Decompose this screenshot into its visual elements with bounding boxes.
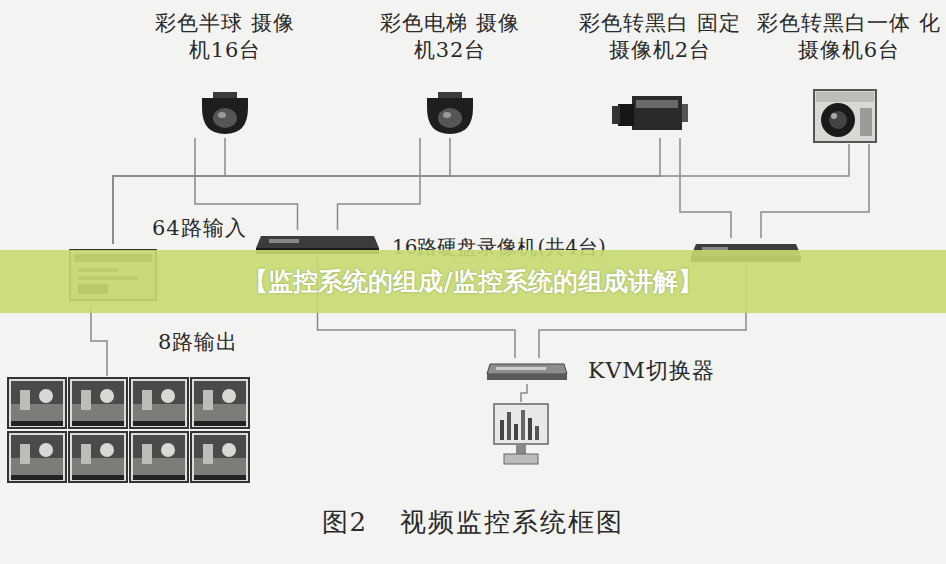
banner-text: 【监控系统的组成/监控系统的组成讲解】 [243, 265, 702, 298]
device-icon [486, 358, 568, 384]
video-cable [113, 144, 849, 244]
device-label: KVM切换器 [588, 356, 715, 386]
computer [490, 402, 552, 468]
integrated-camera: 彩色转黑白一体 化摄像机6台 [756, 10, 942, 144]
video-cable [113, 138, 450, 244]
device-icon [490, 402, 552, 468]
dome-camera: 彩色半球 摄像机16台 [150, 10, 300, 138]
device-icon [756, 86, 942, 144]
device-icon [6, 376, 252, 484]
video-cable [761, 144, 869, 238]
video-cable [680, 138, 731, 238]
video-cable [91, 306, 107, 376]
camera-label: 彩色转黑白一体 化摄像机6台 [756, 10, 942, 64]
camera-label: 彩色电梯 摄像机32台 [372, 10, 528, 64]
title-banner: 【监控系统的组成/监控系统的组成讲解】 [0, 250, 946, 313]
video-cable [113, 138, 660, 244]
box-camera: 彩色转黑白 固定摄像机2台 [572, 10, 748, 138]
device-icon [572, 90, 748, 138]
monitor-wall [6, 376, 252, 484]
kvm-switch: KVM切换器 [486, 358, 568, 384]
camera-label: 彩色转黑白 固定摄像机2台 [572, 10, 748, 64]
device-icon [372, 88, 528, 138]
video-cable [521, 384, 527, 402]
channel-label: 64路输入 [152, 214, 247, 242]
camera-label: 彩色半球 摄像机16台 [150, 10, 300, 64]
video-cable [338, 138, 421, 230]
figure-caption: 图2 视频监控系统框图 [0, 505, 946, 540]
dome-camera: 彩色电梯 摄像机32台 [372, 10, 528, 138]
device-icon [150, 88, 300, 138]
channel-label: 8路输出 [158, 328, 238, 356]
